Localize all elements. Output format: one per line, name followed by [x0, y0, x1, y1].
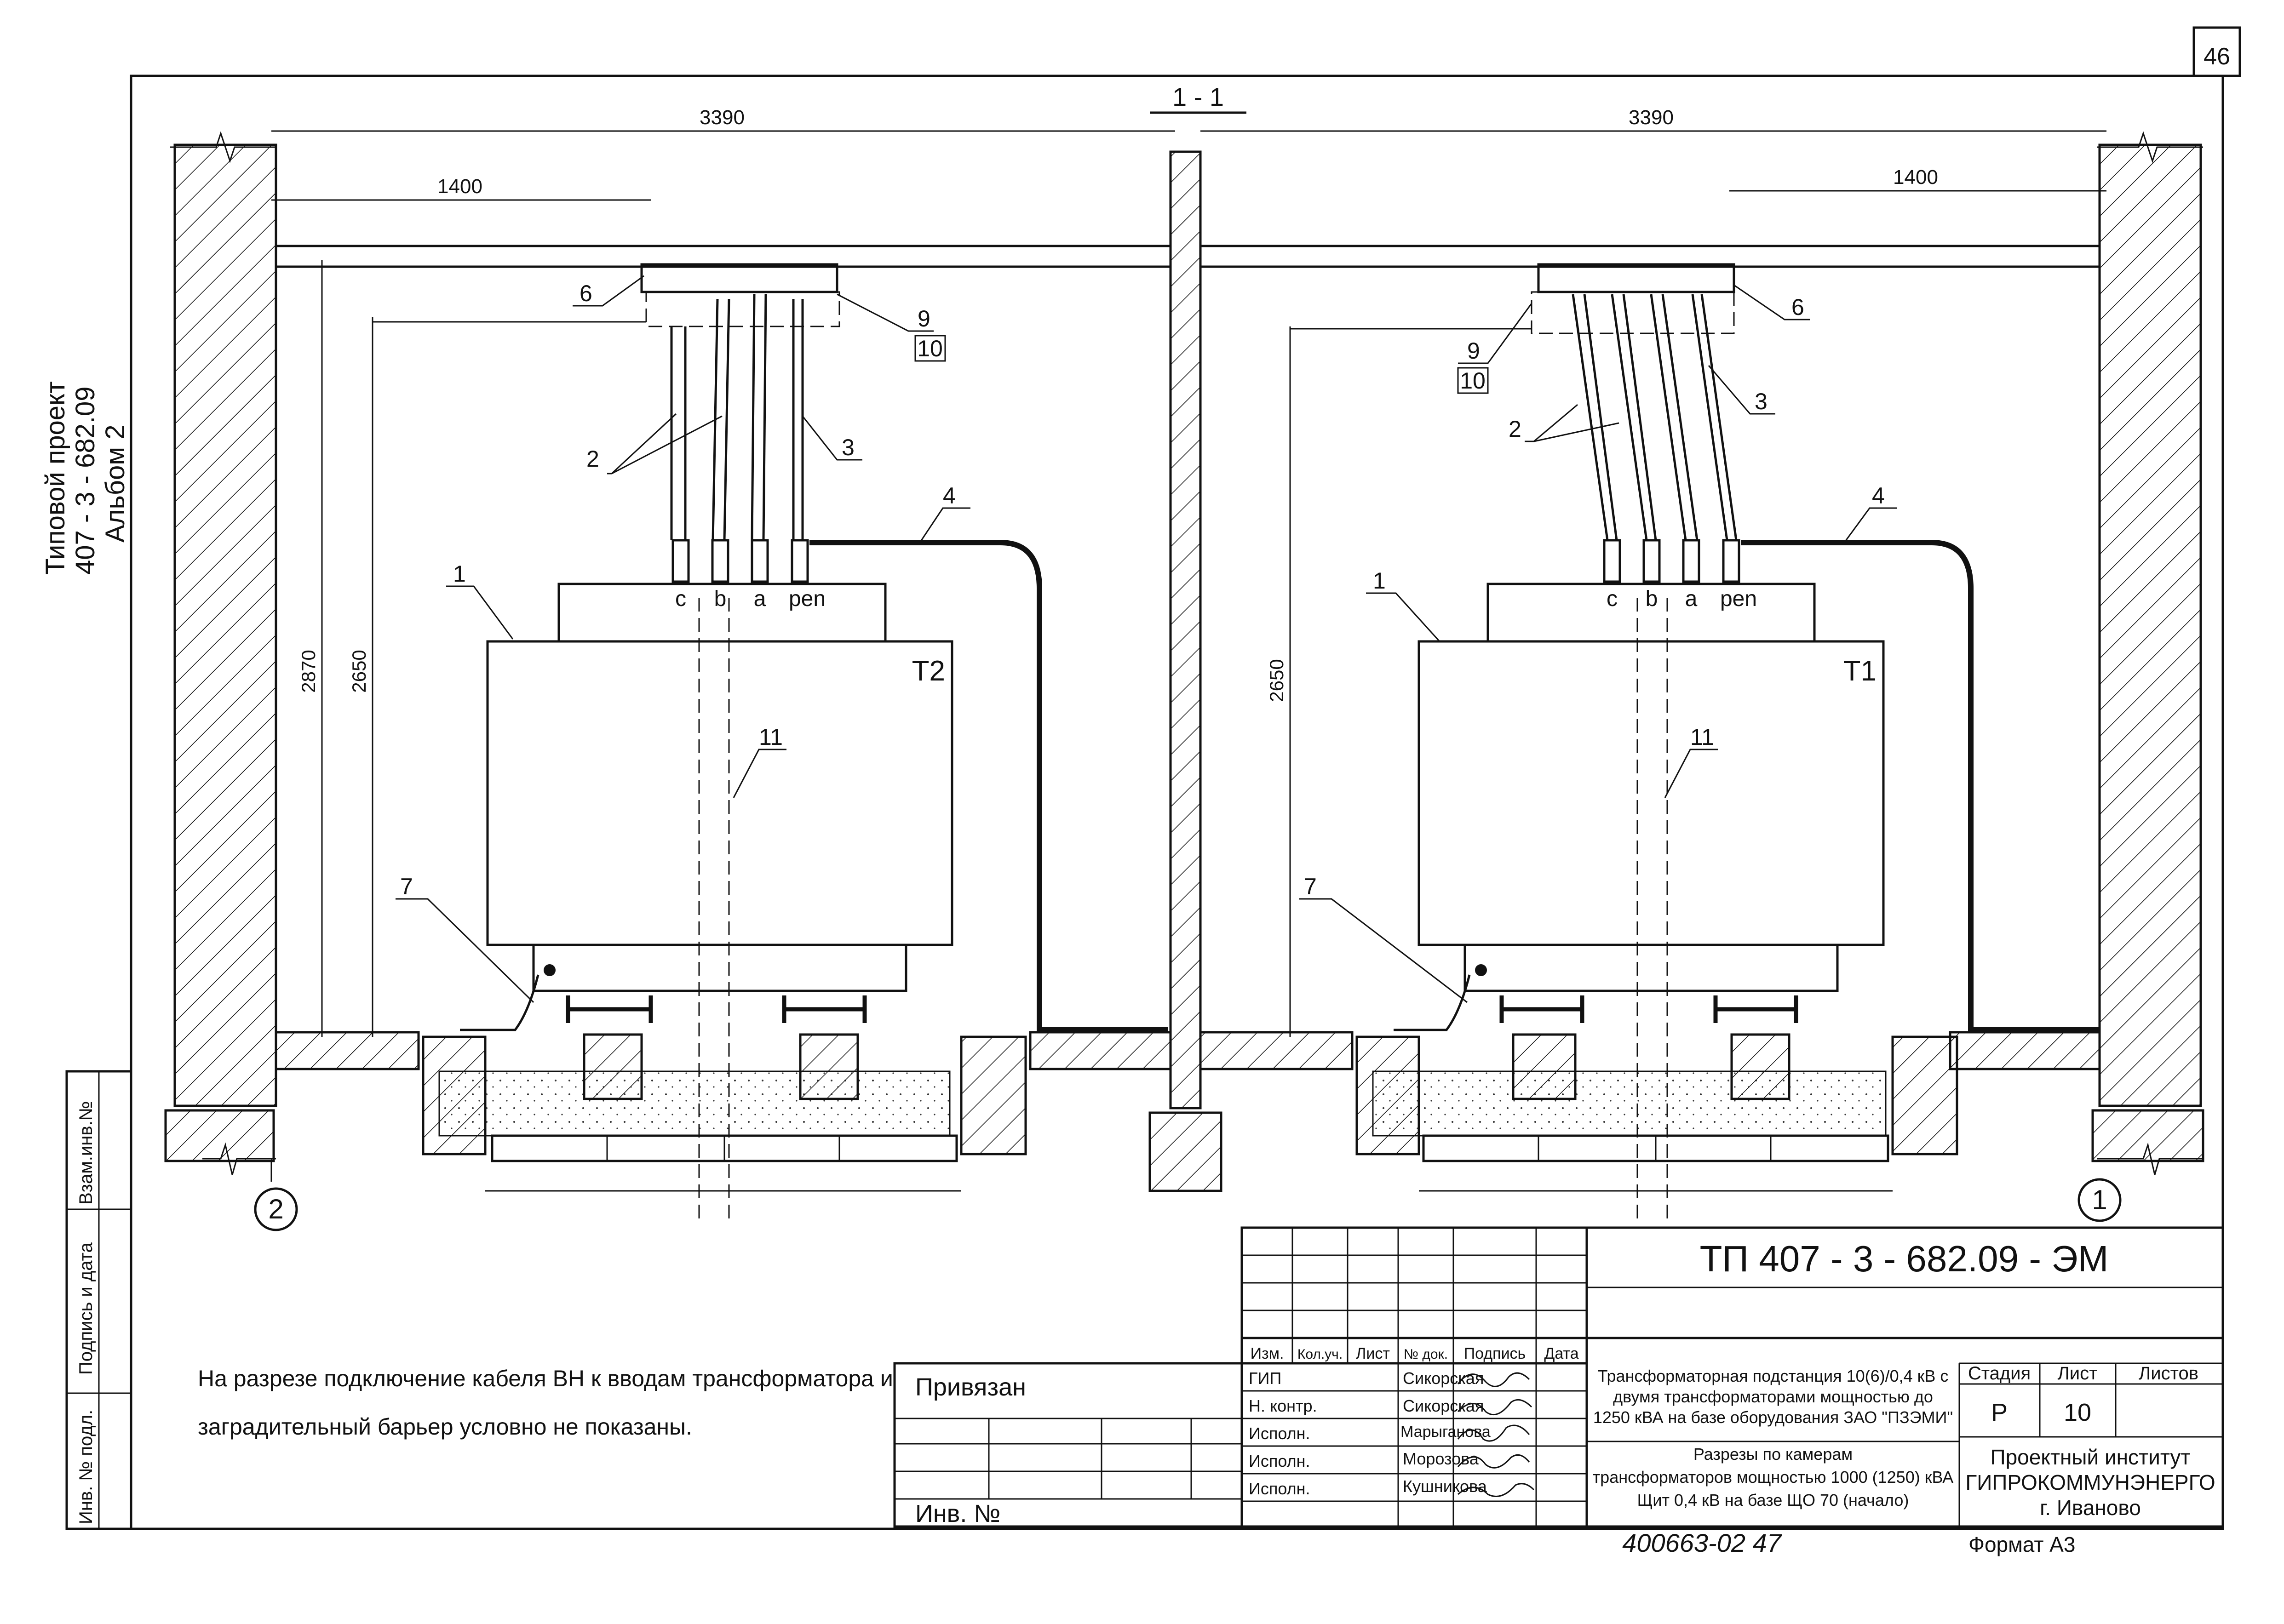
terminal-c-left: c	[675, 587, 686, 611]
callout-2-right: 2	[1509, 416, 1521, 442]
format-label: Формат А3	[1968, 1533, 2075, 1556]
transformer-T2: T2 c b a pen	[460, 263, 1168, 1218]
dim-height-2650-left: 2650	[348, 650, 370, 692]
title-code: ТП 407 - 3 - 682.09 - ЭМ	[1700, 1238, 2109, 1279]
callout-1-left: 1	[453, 561, 466, 587]
hdr-podpis: Подпись	[1464, 1345, 1526, 1362]
floor	[275, 1031, 2101, 1192]
strip-label-zam: Взам.инв.№	[76, 1101, 96, 1205]
dim-height-2650-right: 2650	[1266, 659, 1287, 702]
transformer-T2-label: T2	[912, 655, 945, 687]
drawing-frame	[130, 74, 2224, 1530]
org-line-2: ГИПРОКОММУНЭНЕРГО	[1965, 1470, 2215, 1494]
terminal-b-right: b	[1646, 587, 1658, 611]
callout-11-right: 11	[1690, 724, 1714, 750]
axis-markers: 2 1	[254, 1161, 2122, 1231]
handwritten-number: 400663-02 47	[1622, 1528, 1782, 1557]
wall-center	[1169, 150, 1202, 1109]
callout-1-right: 1	[1373, 568, 1386, 594]
section-label: 1 - 1	[1172, 82, 1224, 111]
callout-6-left: 6	[580, 280, 592, 306]
terminal-b-left: b	[714, 587, 727, 611]
sheet-number: 46	[2204, 43, 2230, 70]
terminal-c-right: c	[1607, 587, 1618, 611]
role-2: Исполн.	[1249, 1424, 1310, 1443]
side-stamp-line1: Типовой проект	[40, 381, 70, 575]
callout-7-right: 7	[1304, 874, 1317, 899]
strip-label-sign: Подпись и дата	[76, 1242, 96, 1375]
binding-inv: Инв. №	[915, 1500, 1000, 1527]
side-stamp-line2: 407 - 3 - 682.09	[70, 386, 100, 575]
callout-3-left: 3	[842, 435, 855, 460]
title-block: ТП 407 - 3 - 682.09 - ЭМ Изм. Кол.уч. Ли…	[1240, 1226, 2224, 1528]
role-0: ГИП	[1249, 1369, 1281, 1388]
callout-4-left: 4	[943, 483, 956, 509]
sheet-number-box	[2192, 26, 2241, 77]
note-line-1: На разрезе подключение кабеля ВН к ввода…	[198, 1366, 893, 1391]
org-line-3: г. Иваново	[2040, 1496, 2141, 1520]
hdr-izm: Изм.	[1251, 1345, 1284, 1362]
side-stamp-line3: Альбом 2	[100, 425, 130, 543]
signatures	[1457, 1372, 1535, 1497]
name-4: Кушникова	[1403, 1477, 1487, 1496]
callouts: 1 2 3 4 6 7 9 10 11 1 2 3 4 6 7 9 10	[396, 275, 1897, 1003]
dim-right-offset: 1400	[1893, 166, 1938, 189]
name-0: Сикорская	[1403, 1369, 1484, 1388]
wall-right	[2098, 143, 2202, 1107]
axis-right: 1	[2092, 1184, 2107, 1215]
terminal-a-left: a	[754, 587, 766, 611]
stage-label: Стадия	[1968, 1363, 2031, 1384]
role-1: Н. контр.	[1249, 1396, 1317, 1415]
callout-9-right: 9	[1467, 338, 1480, 364]
terminal-pen-left: pen	[789, 587, 826, 611]
role-3: Исполн.	[1249, 1452, 1310, 1470]
role-4: Исполн.	[1249, 1479, 1310, 1498]
binding-title: Привязан	[915, 1373, 1026, 1401]
hdr-ndoc: № док.	[1404, 1347, 1448, 1362]
transformer-T1-label: T1	[1843, 655, 1877, 687]
dim-left-width: 3390	[700, 106, 745, 129]
dimensions: 3390 3390 1400 1400 2870 2650 2650	[271, 106, 2106, 1037]
callout-10-right: 10	[1460, 368, 1486, 394]
callout-10-left: 10	[917, 336, 943, 361]
callout-11-left: 11	[759, 724, 783, 750]
sheet-value: 10	[2064, 1399, 2091, 1426]
sheets-label: Листов	[2139, 1363, 2198, 1384]
callout-3-right: 3	[1755, 389, 1768, 414]
stage-value: Р	[1991, 1399, 2008, 1426]
transformer-T1: T1 c b a pen	[1394, 263, 2100, 1218]
org-line-1: Проектный институт	[1991, 1445, 2191, 1469]
callout-2-left: 2	[586, 446, 599, 472]
object-line-3: 1250 кВА на базе оборудования ЗАО "ПЗЭМИ…	[1593, 1408, 1953, 1427]
callout-9-left: 9	[918, 306, 930, 332]
wall-left	[173, 143, 277, 1107]
hdr-koluch: Кол.уч.	[1297, 1347, 1343, 1362]
object-line-2: двумя трансформаторами мощностью до	[1613, 1387, 1933, 1406]
binding-box: Привязан Инв. №	[893, 1362, 1243, 1528]
hdr-data: Дата	[1544, 1345, 1578, 1362]
dim-right-width: 3390	[1629, 106, 1674, 129]
sheet-label: Лист	[2058, 1363, 2098, 1384]
walls	[164, 131, 2204, 1192]
side-stamp: Типовой проект 407 - 3 - 682.09 Альбом 2	[40, 381, 130, 575]
terminal-pen-right: pen	[1720, 587, 1757, 611]
note-line-2: заградительный барьер условно не показан…	[198, 1414, 692, 1440]
callout-6-right: 6	[1791, 294, 1804, 320]
ceiling-rails	[275, 245, 2101, 268]
name-1: Сикорская	[1403, 1396, 1484, 1415]
approval-strip: Взам.инв.№ Подпись и дата Инв. № подл.	[65, 1070, 132, 1530]
terminal-a-right: a	[1685, 587, 1698, 611]
dim-height-2870: 2870	[298, 650, 319, 692]
axis-left: 2	[268, 1194, 283, 1224]
sheet-title-2: трансформаторов мощностью 1000 (1250) кВ…	[1593, 1468, 1954, 1487]
strip-label-inv: Инв. № подл.	[76, 1410, 96, 1524]
callout-4-right: 4	[1872, 483, 1885, 509]
dim-left-offset: 1400	[437, 175, 482, 198]
callout-7-left: 7	[400, 874, 413, 899]
sheet-title-1: Разрезы по камерам	[1693, 1445, 1853, 1464]
sheet-title-3: Щит 0,4 кВ на базе ЩО 70 (начало)	[1637, 1491, 1909, 1510]
object-line-1: Трансформаторная подстанция 10(6)/0,4 кВ…	[1598, 1367, 1949, 1385]
hdr-list: Лист	[1356, 1345, 1390, 1362]
